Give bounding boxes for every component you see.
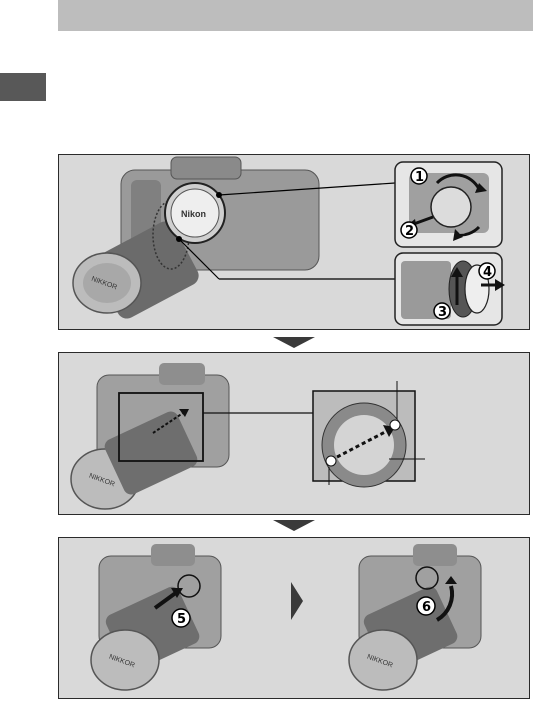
step-number-5: 5 <box>177 612 186 627</box>
next-step-arrow <box>273 520 315 531</box>
body-cap-brand: Nikon <box>181 209 206 219</box>
section-title-bar <box>58 0 533 31</box>
mount-closeup <box>313 381 425 487</box>
chapter-tab <box>0 73 46 101</box>
body-cap: Nikon <box>165 183 225 243</box>
next-step-arrow <box>273 337 315 348</box>
inset-remove-body-cap: 1 2 <box>395 162 502 247</box>
step-panel-remove-caps: NIKKOR Nikon 1 2 <box>58 154 530 330</box>
step-number-1: 1 <box>415 170 424 185</box>
step-panel-align-marks: NIKKOR <box>58 352 530 515</box>
then-arrow <box>291 582 303 620</box>
camera-attach: NIKKOR 5 <box>91 544 221 690</box>
step-number-3: 3 <box>438 305 447 320</box>
step-number-2: 2 <box>405 224 414 239</box>
attach-rotate-illustration: NIKKOR 5 NIKKOR 6 <box>59 538 530 699</box>
step-number-4: 4 <box>483 265 492 280</box>
align-marks-illustration: NIKKOR <box>59 353 530 515</box>
step-panel-attach-rotate: NIKKOR 5 NIKKOR 6 <box>58 537 530 699</box>
camera-rotate: NIKKOR 6 <box>349 544 481 690</box>
step-number-6: 6 <box>422 600 431 615</box>
remove-caps-illustration: NIKKOR Nikon 1 2 <box>59 155 530 330</box>
camera-with-lens: NIKKOR <box>71 363 229 509</box>
inset-remove-rear-lens-cap: 4 3 <box>395 253 505 325</box>
